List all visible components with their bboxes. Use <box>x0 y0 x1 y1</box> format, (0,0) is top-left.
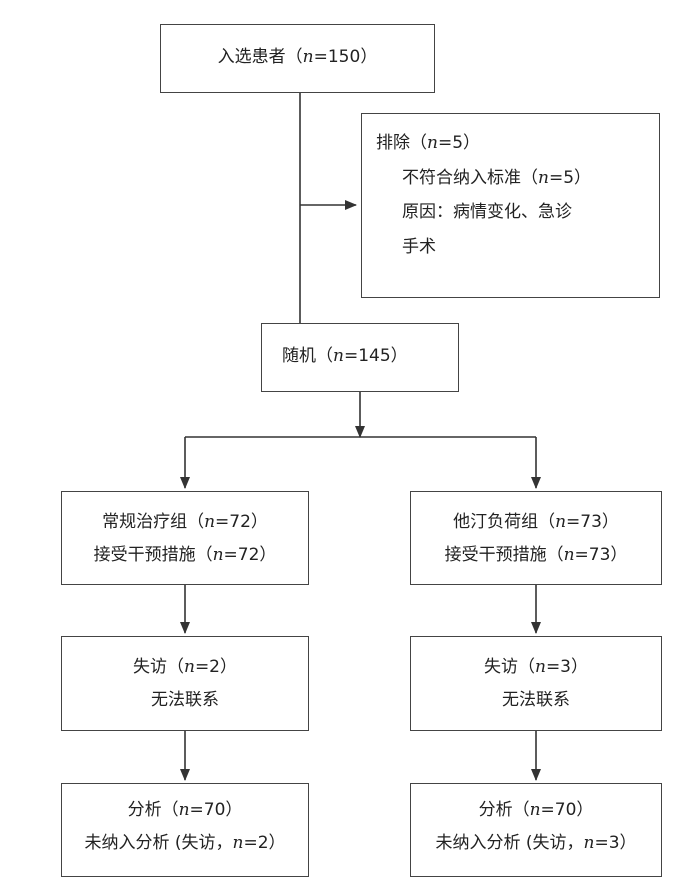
randomized-text: 随机（n=145） <box>282 346 408 366</box>
enrolled-text: 入选患者（n=150） <box>217 47 378 67</box>
right-analysis-count: 分析（n=70） <box>478 800 594 820</box>
excluded-box: 排除（n=5） 不符合纳入标准（n=5） 原因：病情变化、急诊 手术 <box>361 113 660 298</box>
excluded-reason-criteria: 不符合纳入标准（n=5） <box>402 167 592 188</box>
left-analysis-count: 分析（n=70） <box>127 800 243 820</box>
right-group-name: 他汀负荷组（n=73） <box>453 512 619 532</box>
right-analysis-excluded: 未纳入分析 (失访，n=3） <box>435 832 637 853</box>
randomized-box: 随机（n=145） <box>261 323 459 392</box>
right-group-box: 他汀负荷组（n=73） 接受干预措施（n=73） <box>410 491 662 585</box>
left-analysis-box: 分析（n=70） 未纳入分析 (失访，n=2） <box>61 783 309 877</box>
right-lost-count: 失访（n=3） <box>483 657 588 677</box>
right-analysis-box: 分析（n=70） 未纳入分析 (失访，n=3） <box>410 783 662 877</box>
right-intervention: 接受干预措施（n=73） <box>444 544 628 565</box>
right-lost-box: 失访（n=3） 无法联系 <box>410 636 662 731</box>
left-analysis-excluded: 未纳入分析 (失访，n=2） <box>84 832 286 853</box>
left-intervention: 接受干预措施（n=72） <box>93 544 277 565</box>
enrolled-box: 入选患者（n=150） <box>160 24 435 93</box>
excluded-title: 排除（n=5） <box>376 133 481 153</box>
left-group-box: 常规治疗组（n=72） 接受干预措施（n=72） <box>61 491 309 585</box>
left-lost-count: 失访（n=2） <box>132 657 237 677</box>
right-lost-reason: 无法联系 <box>502 689 570 710</box>
left-lost-reason: 无法联系 <box>151 689 219 710</box>
excluded-reason-detail-2: 手术 <box>402 236 436 257</box>
excluded-reason-detail-1: 原因：病情变化、急诊 <box>402 202 572 223</box>
left-group-name: 常规治疗组（n=72） <box>102 512 268 532</box>
left-lost-box: 失访（n=2） 无法联系 <box>61 636 309 731</box>
